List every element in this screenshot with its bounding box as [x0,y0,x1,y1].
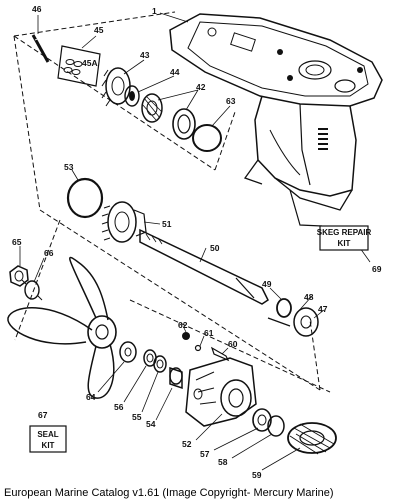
gearcase-exploded-diagram: SKEG REPAIR KIT SEAL KIT 1 46 45 45A 43 … [7,4,383,480]
leader-lines [19,12,371,471]
part-label-52: 52 [182,439,192,449]
skeg-kit-label-line2: KIT [338,239,351,248]
part-label-61: 61 [204,328,214,338]
bearing-carrier-47 [293,307,319,337]
part-label-67: 67 [38,410,48,420]
part-label-65: 65 [12,237,22,247]
propeller [7,256,117,399]
part-label-56: 56 [114,402,124,412]
part-label-58: 58 [218,457,228,467]
gearcase-housing [169,13,383,227]
thrust-bearing-59 [287,422,337,455]
part-label-55: 55 [132,412,142,422]
bearing-42 [141,93,196,140]
part-label-46: 46 [32,4,42,14]
pin-46 [31,34,50,63]
forward-gear-51 [101,201,147,243]
needle-bearing-54 [169,366,183,390]
part-label-53: 53 [64,162,74,172]
part-label-42: 42 [196,82,206,92]
seal-kit-box: SEAL KIT [29,425,67,453]
seal-58 [267,415,285,437]
part-label-63: 63 [226,96,236,106]
bolt-60 [210,346,230,362]
bearing-carrier-52 [185,357,257,427]
prop-nut-65 [9,265,29,287]
washer-61 [194,344,202,352]
part-label-45a: 45A [82,58,98,68]
part-label-59: 59 [252,470,262,480]
part-label-57: 57 [200,449,210,459]
part-label-43: 43 [140,50,150,60]
part-label-1: 1 [152,6,157,16]
bearing-44 [124,85,140,107]
part-label-47: 47 [318,304,328,314]
part-label-51: 51 [162,219,172,229]
part-label-50: 50 [210,243,220,253]
part-label-60: 60 [228,339,238,349]
tab-washer-66 [21,279,43,301]
part-number-labels: 1 46 45 45A 43 44 42 63 53 51 50 49 48 4… [12,4,382,480]
nut-62 [182,332,190,340]
seal-kit-label-line2: KIT [42,441,55,450]
part-label-64: 64 [86,392,96,402]
part-label-44: 44 [170,67,180,77]
seal-55 [153,355,167,373]
part-label-54: 54 [146,419,156,429]
part-label-49: 49 [262,279,272,289]
part-label-45: 45 [94,25,104,35]
propeller-shaft-50 [139,228,269,305]
part-label-62: 62 [178,320,188,330]
ring-49 [276,298,292,318]
thrust-hub-64 [119,341,137,363]
skeg-repair-kit-box: SKEG REPAIR KIT [317,225,372,251]
o-ring-53 [66,177,104,219]
o-ring-63 [192,124,222,152]
skeg-kit-label-line1: SKEG REPAIR [317,228,372,237]
bearing-57 [252,408,272,432]
shim-kit-45 [57,45,101,87]
catalog-caption: European Marine Catalog v1.61 (Image Cop… [4,487,334,499]
seal-kit-label-line1: SEAL [37,430,58,439]
part-label-69: 69 [372,264,382,274]
seal-48 [267,317,291,327]
part-label-48: 48 [304,292,314,302]
part-label-66: 66 [44,248,54,258]
